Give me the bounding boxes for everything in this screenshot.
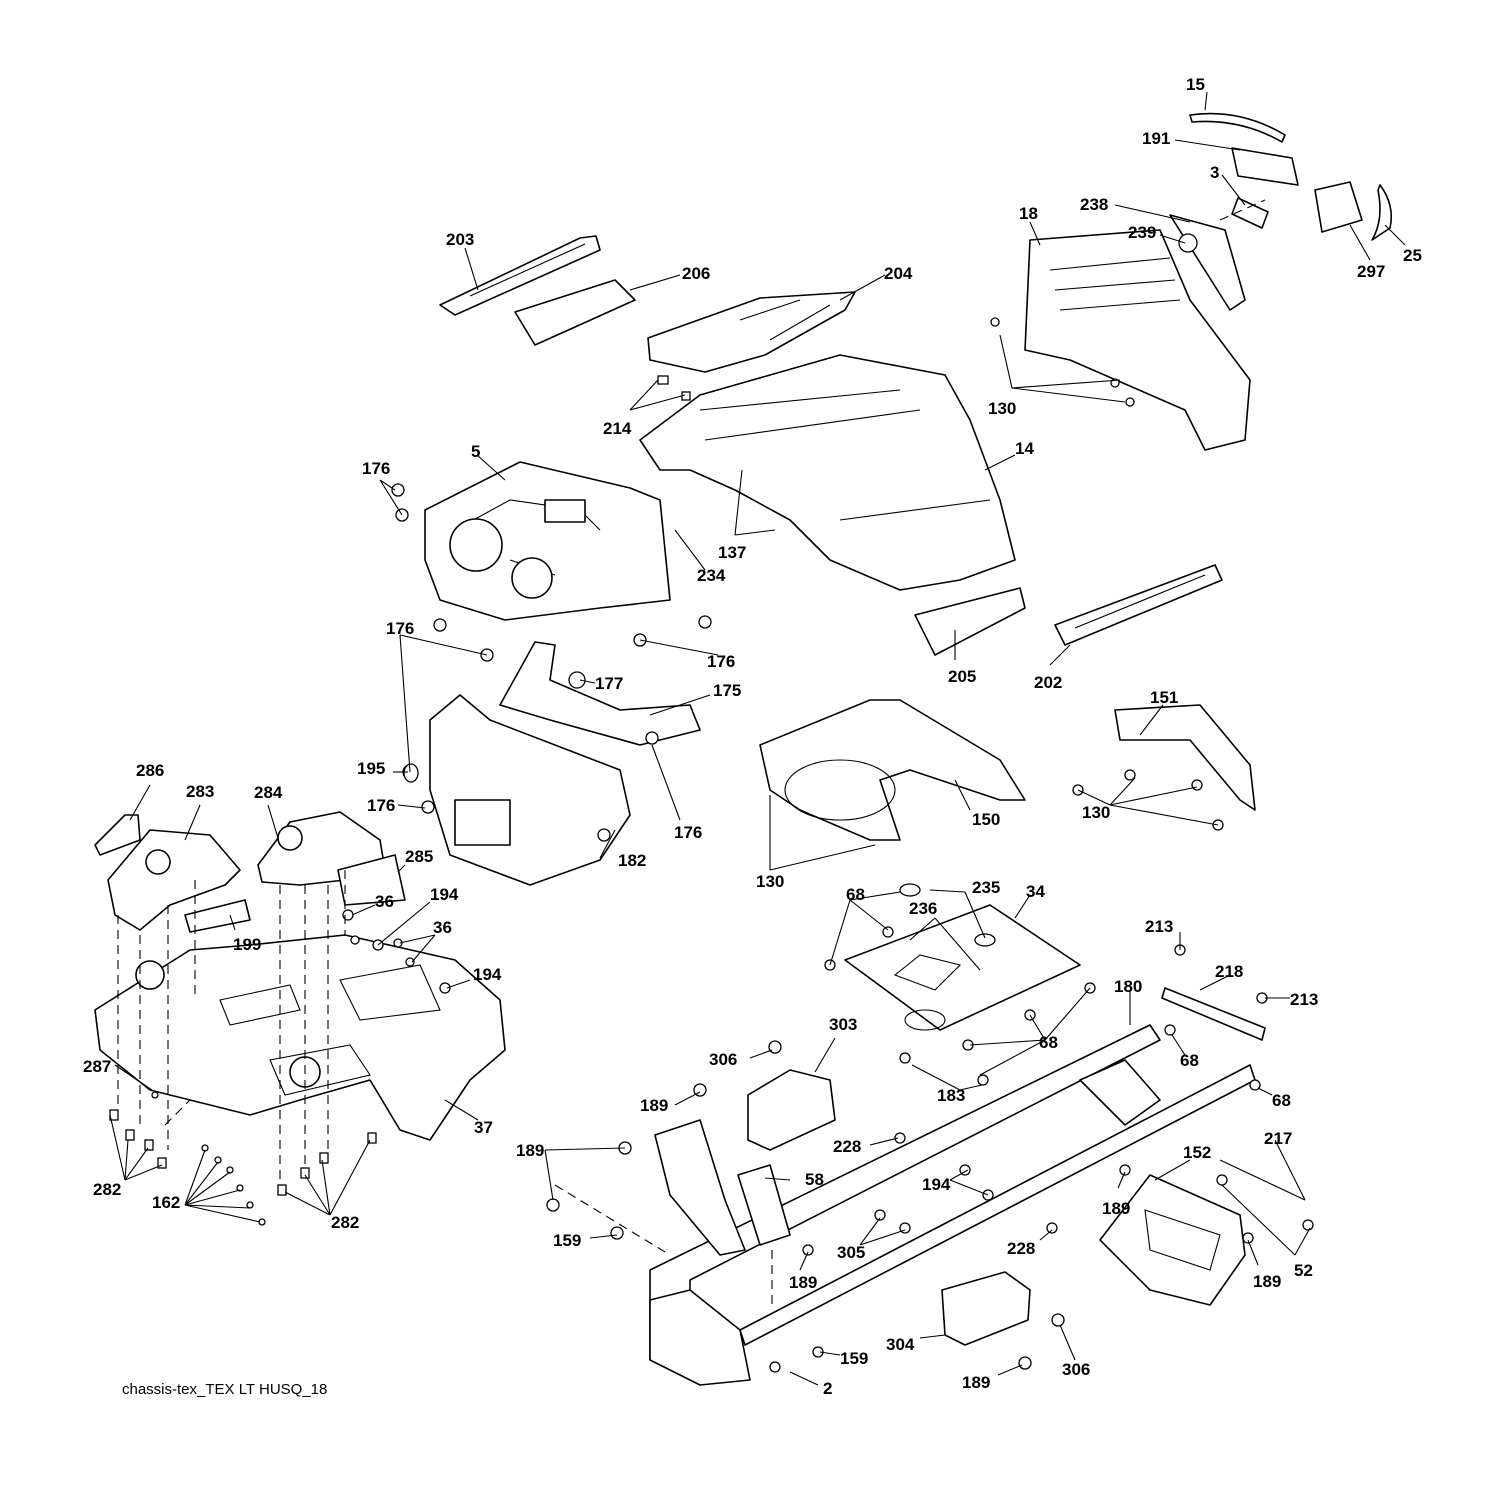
part-label: 304	[886, 1335, 915, 1354]
part-label: 287	[83, 1057, 111, 1076]
part-label: 176	[386, 619, 414, 638]
part-label: 68	[1180, 1051, 1199, 1070]
part-label: 218	[1215, 962, 1243, 981]
part-label: 203	[446, 230, 474, 249]
part-label: 151	[1150, 688, 1178, 707]
part-label: 176	[707, 652, 735, 671]
part-label: 52	[1294, 1261, 1313, 1280]
part-label: 305	[837, 1243, 865, 1262]
part-label: 228	[833, 1137, 861, 1156]
part-label: 68	[1039, 1033, 1058, 1052]
part-label: 214	[603, 419, 632, 438]
part-label: 235	[972, 878, 1000, 897]
part-label: 238	[1080, 195, 1108, 214]
part-label: 194	[430, 885, 459, 904]
leader-lines	[109, 91, 1406, 1386]
part-label: 180	[1114, 977, 1142, 996]
part-label: 195	[357, 759, 385, 778]
part-label: 176	[674, 823, 702, 842]
part-label: 25	[1403, 246, 1422, 265]
part-label: 183	[937, 1086, 965, 1105]
part-label: 159	[553, 1231, 581, 1250]
part-label: 303	[829, 1015, 857, 1034]
part-label: 68	[1272, 1091, 1291, 1110]
part-label: 37	[474, 1118, 493, 1137]
part-label: 194	[922, 1175, 951, 1194]
part-label: 236	[909, 899, 937, 918]
part-label: 130	[988, 399, 1016, 418]
part-label: 206	[682, 264, 710, 283]
part-label: 306	[1062, 1360, 1090, 1379]
part-label: 3	[1210, 163, 1219, 182]
part-label: 194	[473, 965, 502, 984]
part-label: 34	[1026, 882, 1045, 901]
part-label: 58	[805, 1170, 824, 1189]
part-label: 286	[136, 761, 164, 780]
part-label: 137	[718, 543, 746, 562]
part-label: 176	[362, 459, 390, 478]
alignment-dashed-lines	[117, 199, 1266, 1310]
part-label: 285	[405, 847, 433, 866]
part-label: 205	[948, 667, 976, 686]
part-label: 176	[367, 796, 395, 815]
part-label: 14	[1015, 439, 1034, 458]
part-label: 5	[471, 442, 480, 461]
part-label: 15	[1186, 75, 1205, 94]
part-label: 189	[640, 1096, 668, 1115]
part-label: 152	[1183, 1143, 1211, 1162]
part-label: 162	[152, 1193, 180, 1212]
part-label: 282	[331, 1213, 359, 1232]
part-label: 18	[1019, 204, 1038, 223]
part-label: 36	[433, 918, 452, 937]
part-drawings	[94, 112, 1393, 1386]
part-label: 239	[1128, 223, 1156, 242]
part-label: 189	[962, 1373, 990, 1392]
diagram-caption: chassis-tex_TEX LT HUSQ_18	[122, 1381, 328, 1398]
part-label: 150	[972, 810, 1000, 829]
part-label: 36	[375, 892, 394, 911]
part-label: 213	[1290, 990, 1318, 1009]
part-label: 204	[884, 264, 913, 283]
part-label: 159	[840, 1349, 868, 1368]
part-label: 202	[1034, 673, 1062, 692]
part-labels: 15 191 3 25 297 238 239 18 203 206 204 2…	[83, 75, 1422, 1398]
part-label: 282	[93, 1180, 121, 1199]
part-label: 284	[254, 783, 283, 802]
part-label: 130	[756, 872, 784, 891]
part-label: 228	[1007, 1239, 1035, 1258]
part-label: 177	[595, 674, 623, 693]
part-label: 283	[186, 782, 214, 801]
part-label: 175	[713, 681, 741, 700]
part-label: 191	[1142, 129, 1170, 148]
part-label: 2	[823, 1379, 832, 1398]
part-label: 306	[709, 1050, 737, 1069]
part-label: 130	[1082, 803, 1110, 822]
part-label: 199	[233, 935, 261, 954]
part-label: 297	[1357, 262, 1385, 281]
part-label: 189	[789, 1273, 817, 1292]
part-label: 234	[697, 566, 726, 585]
part-label: 189	[1102, 1199, 1130, 1218]
part-label: 182	[618, 851, 646, 870]
part-label: 217	[1264, 1129, 1292, 1148]
part-label: 213	[1145, 917, 1173, 936]
part-label: 189	[1253, 1272, 1281, 1291]
part-label: 189	[516, 1141, 544, 1160]
part-label: 68	[846, 885, 865, 904]
